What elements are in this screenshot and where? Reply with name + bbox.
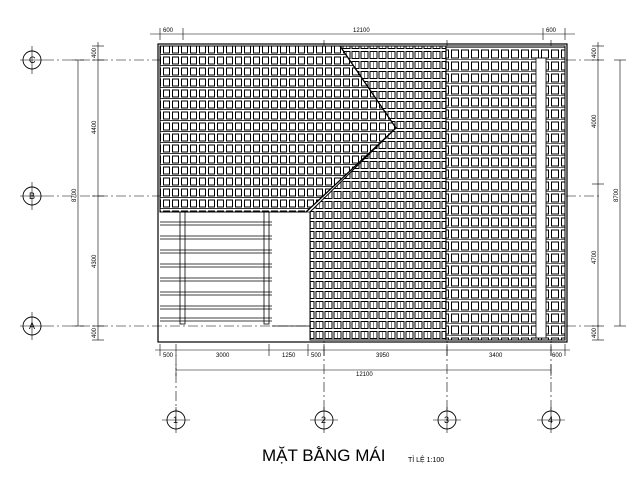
dim-bottom-5: 3950 [376,353,390,359]
dim-bottom-7: 600 [552,353,563,359]
grid-label-3: 3 [444,415,449,425]
dim-top-right: 600 [546,28,557,34]
dim-right-upper: 4000 [592,114,598,128]
grid-label-1: 1 [173,415,178,425]
grid-label-c: C [29,55,36,65]
grid-bubble-b: B [20,182,44,210]
dim-bottom-3: 1250 [282,353,296,359]
dim-right-bottom: 400 [592,327,598,338]
dim-top-total: 12100 [353,28,370,34]
dim-left-lower: 4300 [92,254,98,268]
grid-label-b: B [29,191,35,201]
grid-bubble-2: 2 [310,407,338,433]
dim-right-total: 8700 [614,188,620,202]
grid-bubble-1: 1 [162,407,190,433]
grid-label-4: 4 [548,415,553,425]
grid-label-a: A [29,321,35,331]
dim-left-total: 8700 [72,188,78,202]
roof-plate-right [445,45,566,341]
drawing-scale: TỈ LỆ 1:100 [408,455,444,464]
dimension-lines [72,28,626,376]
grid-bubble-4: 4 [537,407,565,433]
dim-left-bottom: 400 [92,327,98,338]
grid-bubble-3: 3 [433,407,461,433]
dim-left-top: 400 [92,47,98,58]
dim-bottom-2: 3000 [216,353,230,359]
pergola [160,211,310,327]
dim-right-top: 400 [592,47,598,58]
grid-label-2: 2 [321,415,326,425]
grid-bubble-c: C [20,46,44,74]
dim-bottom-1: 500 [163,353,174,359]
dim-right-lower: 4700 [592,250,598,264]
dim-bottom-6: 3400 [489,353,503,359]
drawing-title: MẶT BẰNG MÁI [262,446,385,465]
dim-bottom-4: 500 [311,353,322,359]
roof-tiles [157,43,568,343]
dim-bottom-total: 12100 [356,372,373,378]
grid-bubble-a: A [20,312,44,340]
dim-top-left: 600 [163,28,174,34]
dim-left-upper: 4400 [92,120,98,134]
